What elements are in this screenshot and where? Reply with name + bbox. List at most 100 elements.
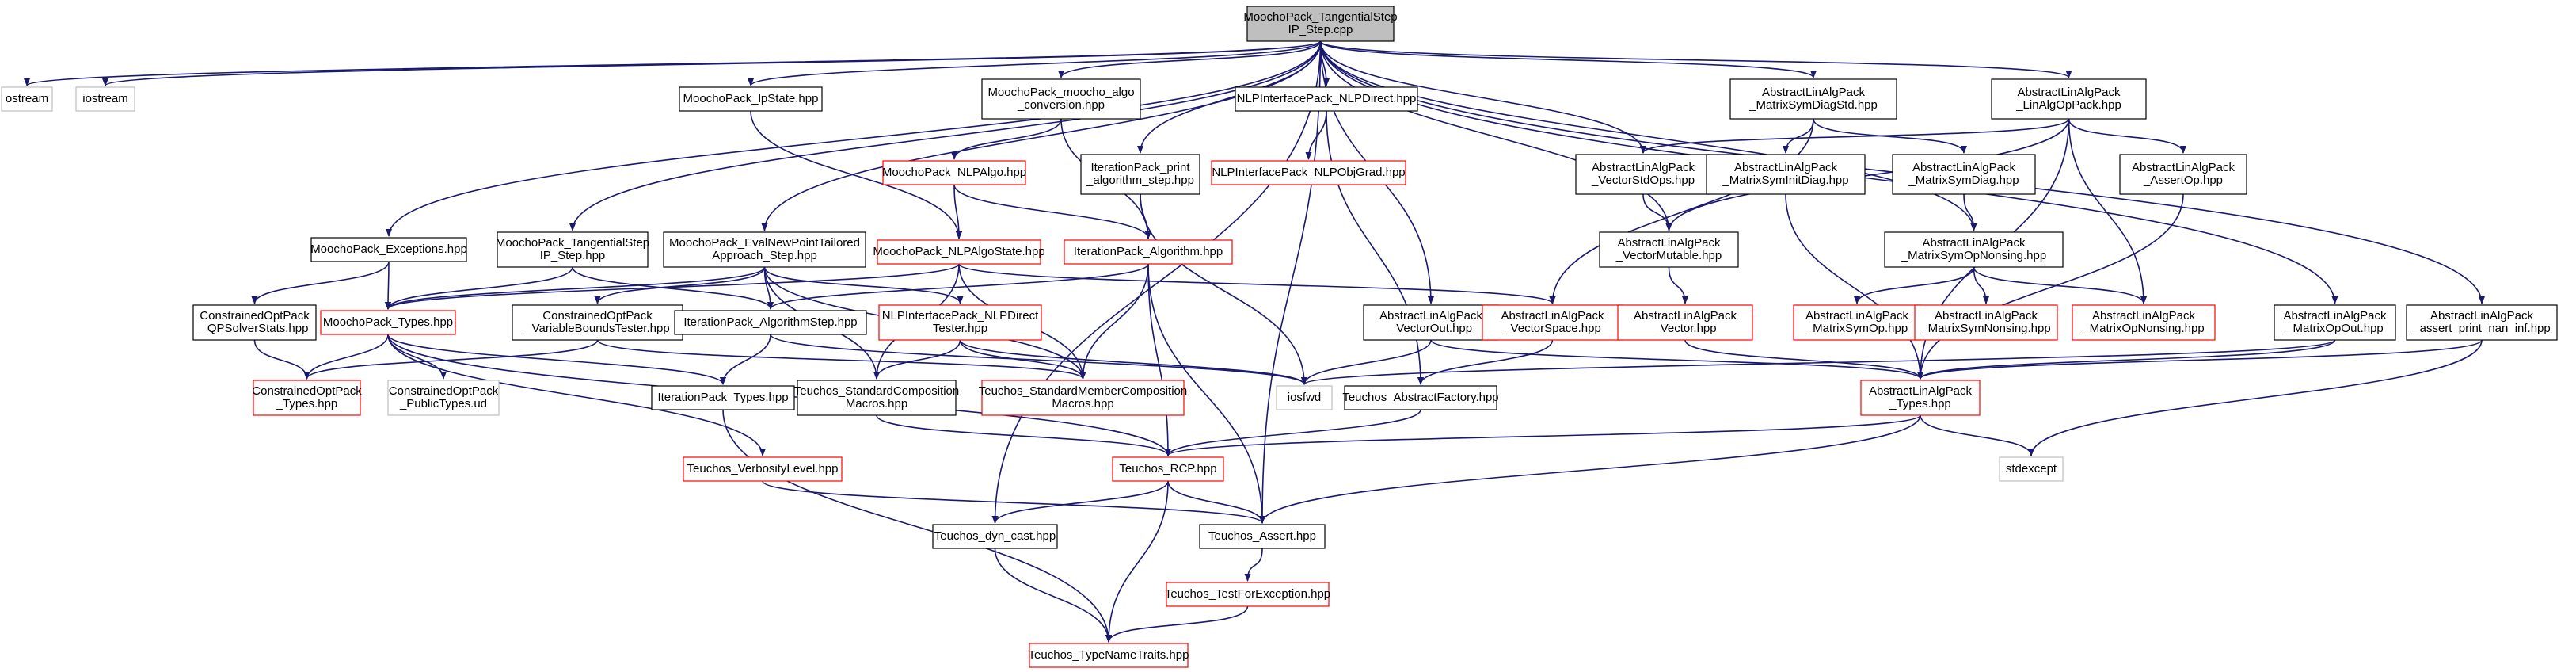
edge-vecspace-to-absfactory: [1417, 339, 1554, 385]
node-label: _algorithm_step.hpp: [1086, 174, 1194, 187]
node-nlpdirect[interactable]: NLPInterfacePack_NLPDirect.hpp: [1235, 86, 1418, 112]
node-label: IterationPack_Algorithm.hpp: [1074, 245, 1223, 258]
node-rcp[interactable]: Teuchos_RCP.hpp: [1112, 456, 1224, 482]
edge-itstep-to-ittypes: [720, 334, 771, 385]
node-box: [1991, 78, 2147, 120]
node-verbosity[interactable]: Teuchos_VerbosityLevel.hpp: [683, 456, 843, 482]
node-box: [683, 456, 843, 482]
node-box: [797, 380, 957, 416]
node-ittypes[interactable]: IterationPack_Types.hpp: [651, 385, 795, 410]
node-mptypes[interactable]: MoochoPack_Types.hpp: [320, 310, 456, 335]
edge-varbounds-to-coptypes: [303, 339, 599, 380]
node-label: _assert_print_nan_inf.hpp: [2412, 322, 2550, 335]
edge-matrixopout-to-iosfwd: [1301, 339, 2336, 385]
node-box: [877, 239, 1041, 265]
node-label: NLPInterfacePack_NLPDirect: [882, 309, 1039, 323]
edge-vecstdops-to-vecmutable: [1642, 193, 1672, 231]
node-nlpobjgrad[interactable]: NLPInterfacePack_NLPObjGrad.hpp: [1211, 160, 1406, 185]
node-label: IterationPack_AlgorithmStep.hpp: [683, 315, 857, 329]
edge-stdcomp-to-rcp: [876, 414, 1171, 456]
node-qpsolver[interactable]: ConstrainedOptPack_QPSolverStats.hpp: [192, 304, 317, 341]
node-box: [1211, 160, 1406, 185]
node-msopnonsing[interactable]: AbstractLinAlgPack_MatrixSymOpNonsing.hp…: [1884, 231, 2064, 268]
edge-absfactory-to-rcp: [1165, 409, 1421, 456]
edge-linalgop-to-vecmutable: [1665, 118, 2070, 231]
node-label: _AssertOp.hpp: [2143, 174, 2223, 187]
node-label: AbstractLinAlgPack: [1935, 309, 2038, 323]
node-mopnonsing[interactable]: AbstractLinAlgPack_MatrixOpNonsing.hpp: [2072, 304, 2216, 341]
node-msnonsing[interactable]: AbstractLinAlgPack_MatrixSymNonsing.hpp: [1914, 304, 2058, 341]
node-coptypes[interactable]: ConstrainedOptPack_Types.hpp: [252, 380, 362, 416]
node-label: Teuchos_dyn_cast.hpp: [934, 529, 1056, 543]
node-box: [1617, 304, 1753, 341]
edge-italgo-to-tassert: [1147, 263, 1265, 524]
node-nlpalgostate[interactable]: MoochoPack_NLPAlgoState.hpp: [873, 239, 1045, 265]
edge-vecout-to-iosfwd: [1301, 339, 1432, 385]
node-box: [1363, 304, 1499, 341]
node-box: [2072, 304, 2216, 341]
node-absfactory[interactable]: Teuchos_AbstractFactory.hpp: [1342, 385, 1499, 410]
edge-nlpdirecttester-to-stdcomp: [873, 339, 961, 380]
node-box: [663, 231, 866, 268]
edge-nlpdirect-to-nlpobjgrad: [1305, 110, 1327, 160]
node-label: AbstractLinAlgPack: [2092, 309, 2196, 323]
node-msdiag[interactable]: AbstractLinAlgPack_MatrixSymDiag.hpp: [1892, 154, 2036, 195]
node-printalgo[interactable]: IterationPack_print_algorithm_step.hpp: [1080, 154, 1200, 195]
node-vector[interactable]: AbstractLinAlgPack_Vector.hpp: [1617, 304, 1753, 341]
edge-varbounds-to-stdmember: [596, 339, 1086, 380]
node-label: Macros.hpp: [846, 397, 907, 410]
node-label: _VectorMutable.hpp: [1615, 249, 1722, 262]
node-label: AbstractLinAlgPack: [2132, 161, 2235, 174]
node-label: MoochoPack_lpState.hpp: [683, 92, 819, 105]
edge-msdiagstd-to-msinitdiag: [1783, 118, 1814, 154]
node-box: [75, 86, 135, 112]
edge-nlpalgostate-to-vecspace: [958, 263, 1556, 304]
node-label: _VectorOut.hpp: [1389, 322, 1472, 335]
node-label: IP_Step.hpp: [540, 249, 606, 262]
node-box: [1112, 456, 1224, 482]
node-matrixopout[interactable]: AbstractLinAlgPack_MatrixOpOut.hpp: [2274, 304, 2396, 341]
node-label: ostream: [6, 92, 48, 105]
node-exceptions[interactable]: MoochoPack_Exceptions.hpp: [310, 237, 467, 262]
node-tassert[interactable]: Teuchos_Assert.hpp: [1199, 524, 1326, 549]
node-printnaninf[interactable]: AbstractLinAlgPack_assert_print_nan_inf.…: [2406, 304, 2558, 341]
node-vecout[interactable]: AbstractLinAlgPack_VectorOut.hpp: [1363, 304, 1499, 341]
node-box: [882, 160, 1026, 185]
node-vecstdops[interactable]: AbstractLinAlgPack_VectorStdOps.hpp: [1575, 154, 1711, 195]
node-linalgop[interactable]: AbstractLinAlgPack_LinAlgOpPack.hpp: [1991, 78, 2147, 120]
edge-alatypes-to-tassert: [1259, 414, 1921, 524]
node-label: AbstractLinAlgPack: [2430, 309, 2534, 323]
node-vecmutable[interactable]: AbstractLinAlgPack_VectorMutable.hpp: [1599, 231, 1739, 268]
node-itstep[interactable]: IterationPack_AlgorithmStep.hpp: [674, 310, 867, 335]
node-nlpalgo[interactable]: MoochoPack_NLPAlgo.hpp: [882, 160, 1026, 185]
node-stdmember[interactable]: Teuchos_StandardMemberCompositionMacros.…: [979, 380, 1187, 416]
node-lpstate[interactable]: MoochoPack_lpState.hpp: [679, 86, 823, 112]
node-box: [1064, 239, 1233, 265]
node-dyncast[interactable]: Teuchos_dyn_cast.hpp: [932, 524, 1058, 549]
node-vecspace[interactable]: AbstractLinAlgPack_VectorSpace.hpp: [1482, 304, 1623, 341]
node-algoconv[interactable]: MoochoPack_moocho_algo_conversion.hpp: [981, 78, 1141, 120]
node-label: Teuchos_TestForException.hpp: [1165, 587, 1330, 601]
edge-linalgop-to-mopnonsing: [2068, 118, 2147, 304]
node-box: [192, 304, 317, 341]
node-msdiagstd[interactable]: AbstractLinAlgPack_MatrixSymDiagStd.hpp: [1729, 78, 1897, 120]
node-varbounds[interactable]: ConstrainedOptPack_VariableBoundsTester.…: [512, 304, 683, 341]
node-typenametraits[interactable]: Teuchos_TypeNameTraits.hpp: [1029, 643, 1189, 668]
node-box: [253, 380, 361, 416]
edge-exceptions-to-qpsolver: [251, 261, 390, 304]
node-box: [310, 237, 467, 262]
node-alatypes[interactable]: AbstractLinAlgPack_Types.hpp: [1860, 380, 1981, 416]
node-testforexc[interactable]: Teuchos_TestForException.hpp: [1165, 582, 1330, 607]
node-msop[interactable]: AbstractLinAlgPack_MatrixSymOp.hpp: [1793, 304, 1921, 341]
node-stdexcept: stdexcept: [1999, 456, 2064, 482]
node-italgo[interactable]: IterationPack_Algorithm.hpp: [1064, 239, 1233, 265]
node-assertop[interactable]: AbstractLinAlgPack_AssertOp.hpp: [2119, 154, 2247, 195]
node-msinitdiag[interactable]: AbstractLinAlgPack_MatrixSymInitDiag.hpp: [1706, 154, 1866, 195]
edge-vecmutable-to-vector: [1668, 266, 1688, 304]
node-evalnew[interactable]: MoochoPack_EvalNewPointTailoredApproach_…: [663, 231, 866, 268]
